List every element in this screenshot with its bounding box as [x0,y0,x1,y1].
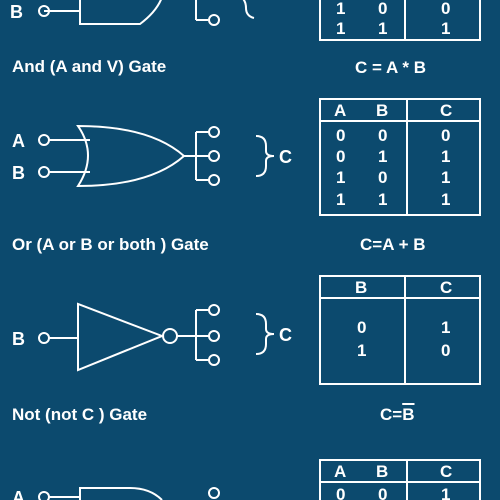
or-table-cell-r2-a: 0 [336,147,345,166]
not-truth-table [319,275,481,385]
not-table-cell-r1-c: 1 [441,318,450,337]
not-table-cell-r2-b: 1 [357,341,366,360]
bottom-input-terminal-a [38,491,50,500]
and-input-terminal-b [38,5,50,17]
not-input-terminal-b [38,332,50,344]
and-gate-symbol [79,0,162,25]
not-output-terminal-2 [208,330,220,342]
bottom-table-header-c: C [440,462,452,481]
bottom-gate-symbol [79,487,163,500]
bottom-table-frame [319,459,481,500]
and-input-label-b: B [10,2,23,22]
not-output-label: C [279,325,292,345]
and-table-cell-r2-a: 1 [336,19,345,38]
not-inversion-bubble [162,328,178,344]
not-gate-caption: Not (not C ) Gate [12,405,148,424]
not-gate [38,302,275,372]
or-output-terminal-2 [208,150,220,162]
or-truth-table [319,98,481,216]
or-output-terminal-3 [208,174,220,186]
not-table-frame [319,275,481,385]
or-table-cell-r3-a: 1 [336,168,345,187]
or-gate [38,124,275,188]
bottom-table-cell-r1-c: 1 [441,485,450,500]
and-table-cell-r1-c: 0 [441,0,450,18]
or-gate-symbol [76,124,186,188]
not-table-header-c: C [440,278,452,297]
or-output-terminal-1 [208,126,220,138]
or-table-cell-r4-b: 1 [378,190,387,209]
or-input-label-b: B [12,163,25,183]
or-table-cell-r4-c: 1 [441,190,450,209]
bottom-table-header-a: A [334,462,346,481]
and-output-terminal [208,14,220,26]
and-gate-caption: And (A and V) Gate [12,57,167,76]
and-table-cell-r1-a: 1 [336,0,345,18]
not-table-cell-r1-b: 0 [357,318,366,337]
or-table-cell-r1-a: 0 [336,126,345,145]
or-table-frame [319,98,481,216]
or-gate-formula: C=A + B [360,235,426,254]
not-output-brace [255,313,275,355]
or-table-cell-r3-b: 0 [378,168,387,187]
or-table-header-c: C [440,101,452,120]
and-truth-table [319,0,481,41]
and-gate [38,0,255,26]
and-table-cell-r2-b: 1 [378,19,387,38]
not-table-cell-r2-c: 0 [441,341,450,360]
or-input-label-a: A [12,131,25,151]
or-table-header-a: A [334,101,346,120]
not-output-terminal-3 [208,354,220,366]
or-table-cell-r2-c: 1 [441,147,450,166]
or-table-cell-r2-b: 1 [378,147,387,166]
not-table-header-b: B [355,278,367,297]
or-table-header-b: B [376,101,388,120]
bottom-table-cell-r1-a: 0 [336,485,345,500]
not-formula-prefix: C= [380,405,403,424]
or-gate-caption: Or (A or B or both ) Gate [12,235,209,254]
bottom-input-label-a: A [12,488,25,500]
bottom-gate [38,487,220,500]
or-table-cell-r4-a: 1 [336,190,345,209]
and-table-cell-r1-b: 0 [378,0,387,18]
and-output-brace [242,0,255,19]
not-formula-negated-b: B [402,405,415,424]
or-input-terminal-b [38,166,50,178]
or-output-brace [255,135,275,177]
not-gate-formula: C=B [380,405,415,425]
and-table-frame [319,0,481,41]
or-input-terminal-a [38,134,50,146]
bottom-output-terminal [208,487,220,499]
and-gate-formula: C = A * B [355,58,427,77]
not-input-label-b: B [12,329,25,349]
not-gate-symbol [77,302,165,372]
or-table-cell-r3-c: 1 [441,168,450,187]
or-output-label: C [279,147,292,167]
bottom-truth-table [319,459,481,500]
bottom-table-header-b: B [376,462,388,481]
or-table-cell-r1-c: 0 [441,126,450,145]
and-table-cell-r2-c: 1 [441,19,450,38]
not-output-terminal-1 [208,304,220,316]
bottom-table-cell-r1-b: 0 [378,485,387,500]
or-table-cell-r1-b: 0 [378,126,387,145]
